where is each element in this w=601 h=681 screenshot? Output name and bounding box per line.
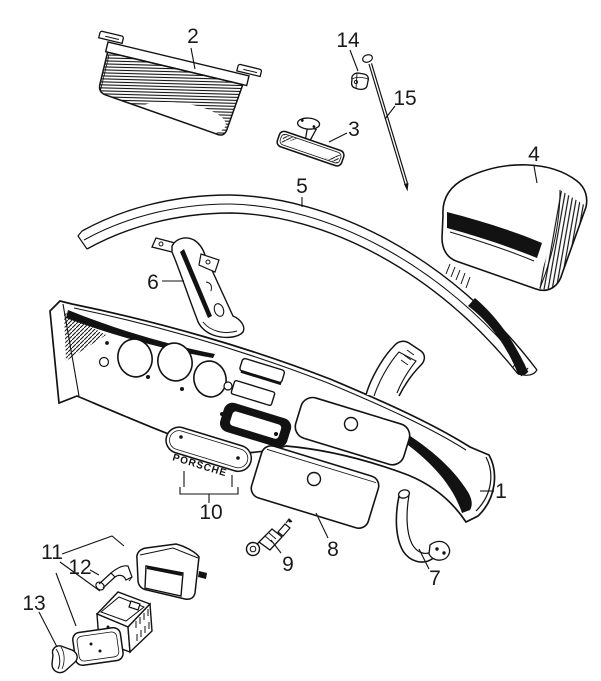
molding-tip-black (468, 298, 528, 376)
callout-labels: 1 2 3 4 5 6 7 8 9 10 11 12 13 14 15 (22, 25, 540, 615)
part-12-lever (95, 565, 133, 591)
part-14-clip (350, 72, 370, 91)
gauge-opening-2 (157, 342, 193, 382)
small-hole-2 (223, 381, 233, 391)
part-label-8: 8 (327, 538, 339, 561)
part-4-glovebox-liner (441, 164, 588, 292)
part-label-9: 9 (282, 553, 294, 576)
part-1-dashboard (49, 300, 496, 524)
part-label-6: 6 (147, 271, 159, 294)
hook-end-fitting (428, 540, 451, 561)
liner-side-hatch (537, 190, 586, 290)
leader-8 (315, 512, 329, 539)
part-label-10: 10 (199, 501, 222, 524)
leader-14 (349, 49, 359, 72)
part-label-3: 3 (348, 118, 360, 141)
part-label-15: 15 (393, 87, 416, 110)
part-2-sun-visor (97, 30, 263, 136)
ashtray-lid-plate (72, 626, 124, 667)
glovebox-opening-hole (343, 416, 359, 432)
lock-body (258, 528, 283, 551)
part-label-5: 5 (296, 175, 308, 198)
leader-7 (418, 548, 430, 570)
slot-lower (228, 410, 283, 440)
part-3-rearview-mirror (276, 117, 345, 167)
leader-11a (61, 535, 125, 555)
leader-13 (38, 611, 58, 648)
leader-2 (190, 47, 196, 70)
part-label-7: 7 (429, 567, 441, 590)
leader-lines (38, 47, 538, 648)
leader-15 (384, 105, 396, 120)
lock-ring (245, 541, 261, 557)
liner-opening (447, 212, 542, 258)
gauge-opening-1 (117, 338, 153, 378)
leader-4 (533, 165, 538, 184)
part-13-knob (51, 645, 78, 674)
part-15-stay-rod (362, 54, 409, 192)
part-label-12: 12 (68, 556, 91, 579)
part-label-1: 1 (495, 480, 507, 503)
part-label-13: 13 (22, 592, 45, 615)
left-end-hatch (64, 312, 106, 361)
grab-handle (365, 340, 426, 397)
slot-middle (230, 379, 276, 407)
mirror-body (276, 130, 345, 167)
part-7-hook-bracket (395, 489, 451, 563)
bracket-10 (179, 471, 239, 503)
glovebox-opening (294, 396, 411, 466)
emblem-plate (165, 426, 253, 473)
gauge-opening-3 (193, 360, 227, 398)
part-5-dash-top-molding (77, 194, 538, 377)
part-8-glovebox-door (250, 445, 380, 529)
part-label-14: 14 (336, 29, 360, 52)
door-panel (250, 445, 380, 529)
part-10-porsche-emblem-group: PORSCHE (165, 426, 253, 503)
part-label-2: 2 (187, 25, 199, 48)
small-hole-1 (98, 356, 110, 368)
molding-hatch-marks (445, 263, 529, 377)
rod-tip-loop (362, 54, 373, 63)
bracket-body (171, 237, 245, 339)
leader-11c (55, 572, 77, 627)
door-lock-hole (306, 471, 322, 487)
leader-12 (89, 569, 100, 576)
part-9-lock-cylinder (245, 518, 293, 557)
mirror-mount (296, 117, 321, 130)
part-11-ashtray-assembly (51, 543, 207, 674)
leader-9 (270, 539, 282, 554)
leader-3 (328, 132, 348, 143)
part-label-4: 4 (528, 143, 540, 166)
part-6-support-bracket (151, 237, 245, 339)
visor-bracket-left (97, 30, 124, 45)
visor-body (98, 51, 244, 136)
ashtray-bezel (136, 543, 207, 600)
leader-11b (59, 561, 101, 592)
part-label-11: 11 (41, 541, 63, 564)
